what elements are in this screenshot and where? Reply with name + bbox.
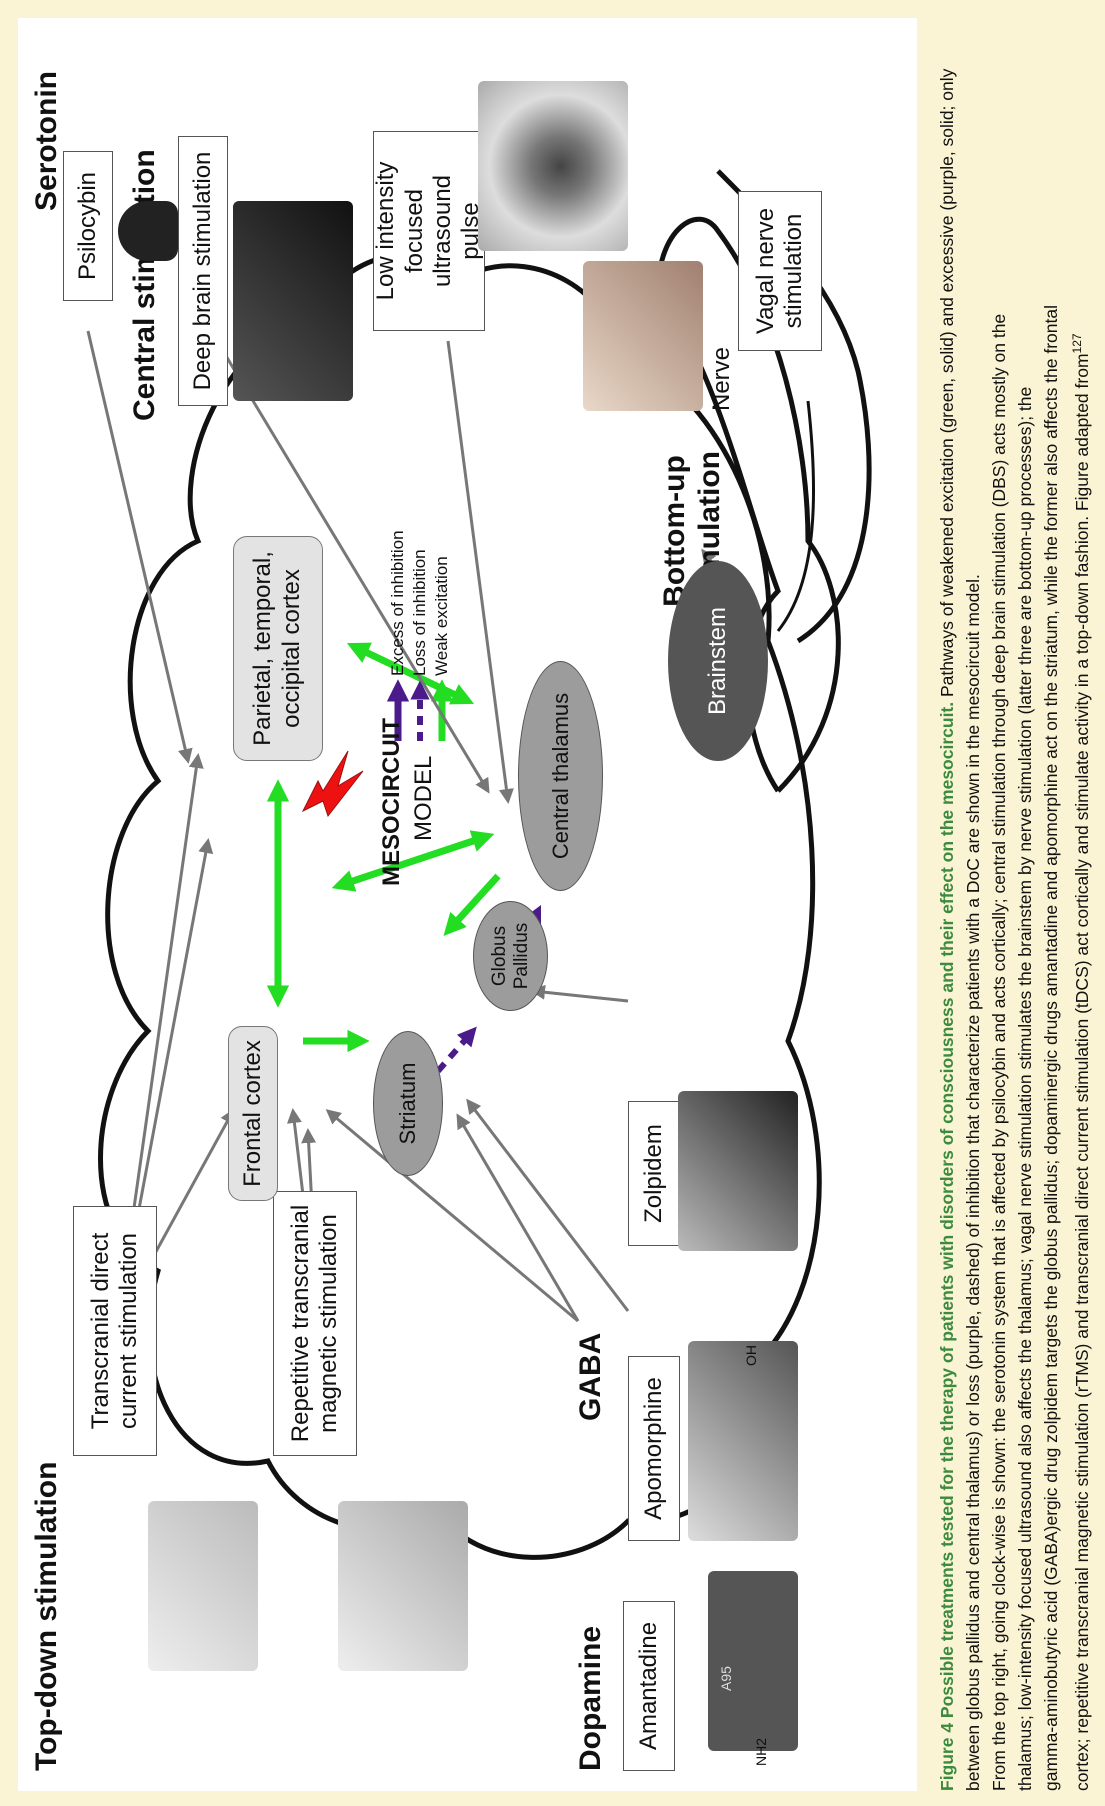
figure-panel: Top-down stimulation Central stimulation… bbox=[18, 18, 917, 1791]
gaba-heading: GABA bbox=[574, 1332, 607, 1421]
dbs-box: Deep brain stimulation bbox=[178, 136, 228, 406]
apomorphine-photo bbox=[688, 1341, 798, 1541]
zolpidem-to-globus-pointer bbox=[530, 984, 629, 1003]
central-thalamus-region: Central thalamus bbox=[518, 661, 603, 891]
pill-label: A95 bbox=[718, 1666, 734, 1691]
oh-label: OH bbox=[743, 1345, 759, 1366]
ultrasound-to-thalamus-pointer bbox=[446, 340, 514, 804]
psilocybin-box: Psilocybin bbox=[63, 151, 113, 301]
thalamus-to-globus-arrow bbox=[443, 873, 501, 936]
central-heading: Central stimulation bbox=[128, 149, 161, 421]
amantadine-pills-photo bbox=[708, 1571, 798, 1751]
dbs-to-thalamus-pointer bbox=[221, 350, 490, 794]
striatum-to-globus-dashed bbox=[435, 1026, 477, 1073]
parietal-cortex-region: Parietal, temporal, occipital cortex bbox=[233, 536, 323, 761]
legend-excess-label: Excess of inhibition bbox=[388, 530, 407, 676]
amantadine-to-striatum-pointer bbox=[325, 1109, 579, 1323]
nerve-line-2 bbox=[776, 400, 816, 632]
vagal-box: Vagal nerve stimulation bbox=[738, 191, 822, 351]
brainstem-region: Brainstem bbox=[668, 561, 768, 761]
tdcs-illustration bbox=[148, 1501, 258, 1671]
rtms-illustration bbox=[338, 1501, 468, 1671]
caption-line-3: thalamus; low-intensity focused ultrasou… bbox=[1015, 386, 1035, 1791]
tdcs-box: Transcranial direct current stimulation bbox=[73, 1206, 157, 1456]
striatum-region: Striatum bbox=[373, 1031, 443, 1176]
apomorphine-box: Apomorphine bbox=[628, 1356, 680, 1541]
caption-ref: 127 bbox=[1070, 333, 1084, 354]
psilocybin-to-cortex-pointer bbox=[86, 330, 193, 764]
caption-lead: Figure 4 Possible treatments tested for … bbox=[937, 701, 957, 1791]
cerebellum-outline bbox=[655, 216, 841, 793]
lightning-icon bbox=[301, 750, 364, 818]
nerve-label: Nerve bbox=[708, 346, 735, 411]
frontal-cortex-region: Frontal cortex bbox=[228, 1026, 278, 1201]
ear-photo bbox=[583, 261, 703, 411]
amantadine-to-striatum-pointer-2 bbox=[456, 1113, 580, 1322]
frontal-thalamus-arrow bbox=[331, 830, 495, 892]
caption-line-4: gamma-aminobutyric acid (GABA)ergic drug… bbox=[1041, 304, 1061, 1791]
nh2-label: NH2 bbox=[753, 1737, 769, 1766]
figure-content: Top-down stimulation Central stimulation… bbox=[18, 18, 917, 1791]
ultrasound-head-photo bbox=[478, 81, 628, 251]
caption-line-2: From the top right, going clock-wise is … bbox=[989, 313, 1009, 1791]
mesocircuit-label: MESOCIRCUIT bbox=[378, 718, 405, 886]
dbs-xray-photo bbox=[233, 201, 353, 401]
rtms-box: Repetitive transcranial magnetic stimula… bbox=[273, 1191, 357, 1456]
amantadine-box: Amantadine bbox=[623, 1601, 675, 1771]
caption-line-5: cortex; repetitive transcranial magnetic… bbox=[1064, 18, 1095, 1791]
globus-pallidus-region: Globus Pallidus bbox=[473, 901, 548, 1011]
apomorphine-to-striatum-pointer bbox=[466, 1098, 630, 1312]
serotonin-heading: Serotonin bbox=[30, 71, 63, 211]
legend-weak-label: Weak excitation bbox=[432, 556, 451, 676]
figure-caption: Figure 4 Possible treatments tested for … bbox=[934, 18, 1094, 1791]
zolpidem-box-main: Zolpidem bbox=[628, 1101, 680, 1246]
caption-line-5-text: cortex; repetitive transcranial magnetic… bbox=[1071, 353, 1092, 1791]
zolpidem-pills-photo bbox=[678, 1091, 798, 1251]
ultrasound-box: Low intensity focused ultrasound pulse bbox=[372, 131, 485, 331]
legend-loss-label: Loss of inhibition bbox=[410, 549, 429, 676]
dopamine-heading: Dopamine bbox=[574, 1625, 607, 1771]
diagram-lines bbox=[86, 169, 872, 1560]
mushroom-icon bbox=[118, 201, 178, 261]
model-label: MODEL bbox=[410, 755, 437, 841]
caption-line-1: Figure 4 Possible treatments tested for … bbox=[934, 18, 986, 1791]
figure-caption-panel: Figure 4 Possible treatments tested for … bbox=[934, 18, 1105, 1791]
top-down-heading: Top-down stimulation bbox=[30, 1461, 63, 1771]
